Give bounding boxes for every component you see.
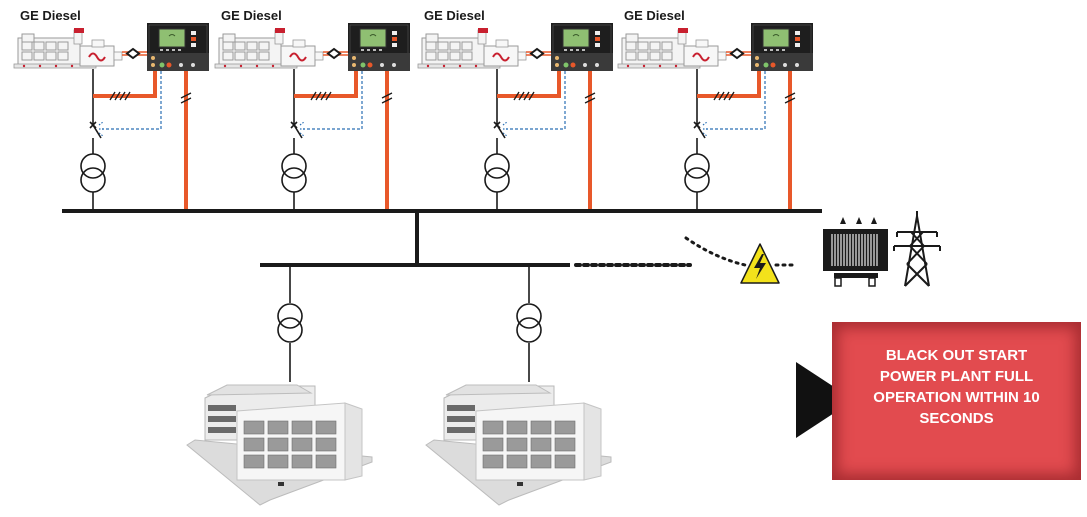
load-feeder — [425, 265, 612, 506]
diesel-engine-icon — [617, 27, 727, 69]
data-link-icon — [729, 47, 745, 60]
callout-text: BLACK OUT START POWER PLANT FULL OPERATI… — [873, 347, 1040, 427]
high-voltage-warning-icon — [740, 243, 780, 284]
load-feeder — [186, 265, 373, 506]
generator-label: GE Diesel — [424, 8, 485, 23]
step-up-transformer-icon — [484, 153, 510, 193]
distribution-transformer-icon — [516, 303, 542, 343]
generator-controller-icon — [347, 22, 411, 72]
generator-label: GE Diesel — [20, 8, 81, 23]
data-link-icon — [529, 47, 545, 60]
transmission-tower-icon — [893, 211, 941, 287]
step-up-transformer-icon — [281, 153, 307, 193]
grid-breaker-open — [684, 236, 747, 267]
data-link-icon — [326, 47, 342, 60]
grid-transformer-icon — [823, 217, 888, 287]
generator-unit: GE Diesel — [214, 8, 411, 211]
step-up-transformer-icon — [684, 153, 710, 193]
building-icon — [186, 384, 373, 506]
generator-unit: GE Diesel — [417, 8, 614, 211]
diesel-engine-icon — [214, 27, 324, 69]
diesel-engine-icon — [417, 27, 527, 69]
data-link-icon — [125, 47, 141, 60]
generator-controller-icon — [550, 22, 614, 72]
generator-unit: GE Diesel — [617, 8, 814, 211]
generator-label: GE Diesel — [221, 8, 282, 23]
black-start-callout: BLACK OUT START POWER PLANT FULL OPERATI… — [832, 322, 1081, 480]
diesel-engine-icon — [13, 27, 123, 69]
generator-controller-icon — [750, 22, 814, 72]
generator-controller-icon — [146, 22, 210, 72]
building-icon — [425, 384, 612, 506]
distribution-transformer-icon — [277, 303, 303, 343]
generator-label: GE Diesel — [624, 8, 685, 23]
step-up-transformer-icon — [80, 153, 106, 193]
generator-unit: GE Diesel — [13, 8, 210, 211]
